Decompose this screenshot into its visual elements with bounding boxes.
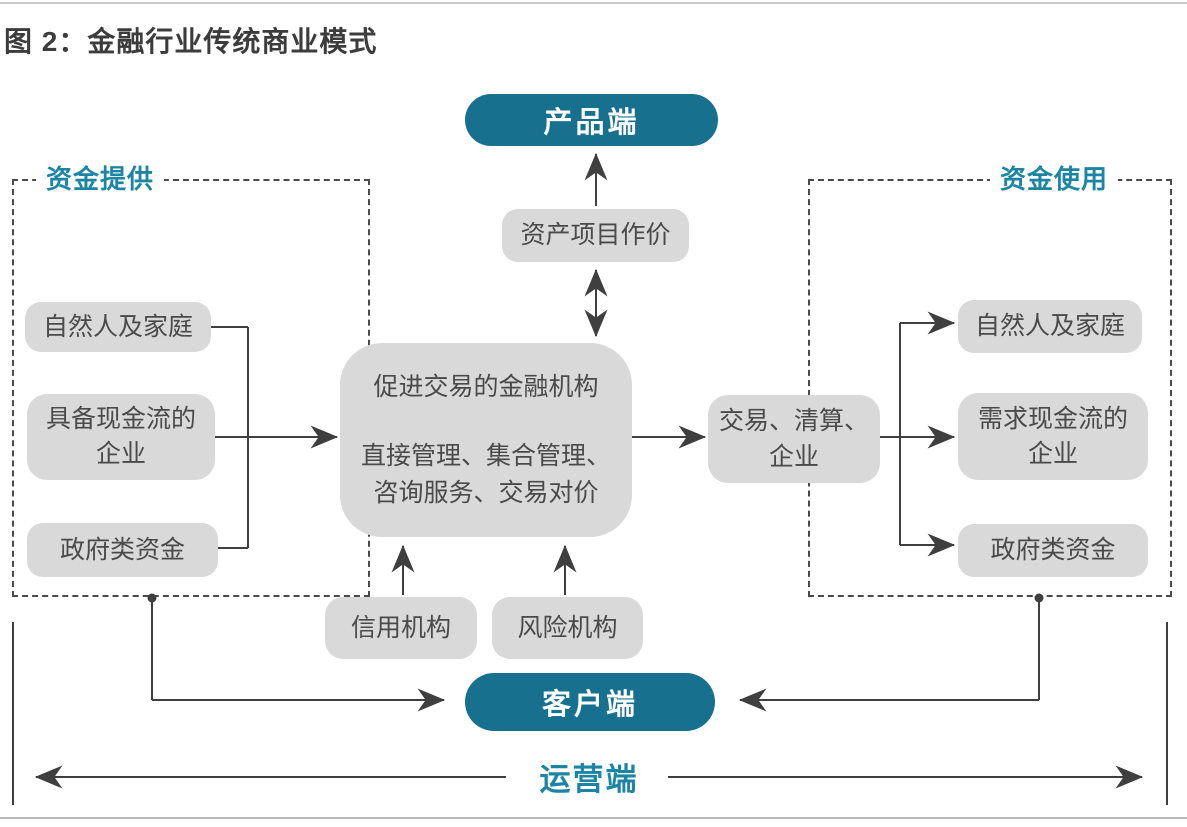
central-institution-line1: 促进交易的金融机构 <box>373 372 599 401</box>
client-node: 客户端 <box>465 673 715 731</box>
asset-pricing-node: 资产项目作价 <box>502 209 689 262</box>
supply-item-government-funds: 政府类资金 <box>27 523 218 577</box>
supply-item-cashflow-enterprises: 具备现金流的企业 <box>27 394 215 480</box>
figure-title: 图 2：金融行业传统商业模式 <box>4 26 378 57</box>
use-item-cashflow-enterprises-label: 需求现金流的企业 <box>977 404 1128 468</box>
bottom-divider <box>0 817 1187 819</box>
product-node: 产品端 <box>465 94 718 146</box>
asset-pricing-label: 资产项目作价 <box>520 221 671 249</box>
credit-agency-label: 信用机构 <box>350 613 451 642</box>
funding-supply-label: 资金提供 <box>36 163 165 195</box>
credit-agency-node: 信用机构 <box>325 597 477 659</box>
funding-use-label: 资金使用 <box>990 163 1119 195</box>
central-institution-line3: 咨询服务、交易对价 <box>373 478 599 507</box>
transaction-line2: 企业 <box>768 443 819 471</box>
use-item-households-label: 自然人及家庭 <box>974 312 1125 340</box>
supply-item-cashflow-enterprises-label: 具备现金流的企业 <box>45 405 196 468</box>
supply-item-government-funds-label: 政府类资金 <box>59 535 185 564</box>
risk-agency-label: 风险机构 <box>517 613 618 642</box>
use-item-cashflow-enterprises: 需求现金流的企业 <box>958 393 1148 480</box>
central-institution-line2: 直接管理、集合管理、 <box>360 441 611 470</box>
supply-item-households: 自然人及家庭 <box>25 302 211 352</box>
client-node-label: 客户端 <box>541 689 638 721</box>
supply-item-households-label: 自然人及家庭 <box>42 312 193 341</box>
operations-label: 运营端 <box>539 762 639 797</box>
transaction-clearing-node: 交易、清算、 企业 <box>708 395 880 483</box>
transaction-line1: 交易、清算、 <box>718 407 869 435</box>
use-item-households: 自然人及家庭 <box>958 300 1142 353</box>
use-item-government-funds-label: 政府类资金 <box>990 536 1116 564</box>
product-node-label: 产品端 <box>543 107 640 139</box>
risk-agency-node: 风险机构 <box>492 597 643 659</box>
use-item-government-funds: 政府类资金 <box>958 524 1148 577</box>
central-institution-node: 促进交易的金融机构 直接管理、集合管理、 咨询服务、交易对价 <box>340 343 632 537</box>
top-divider <box>0 2 1187 4</box>
